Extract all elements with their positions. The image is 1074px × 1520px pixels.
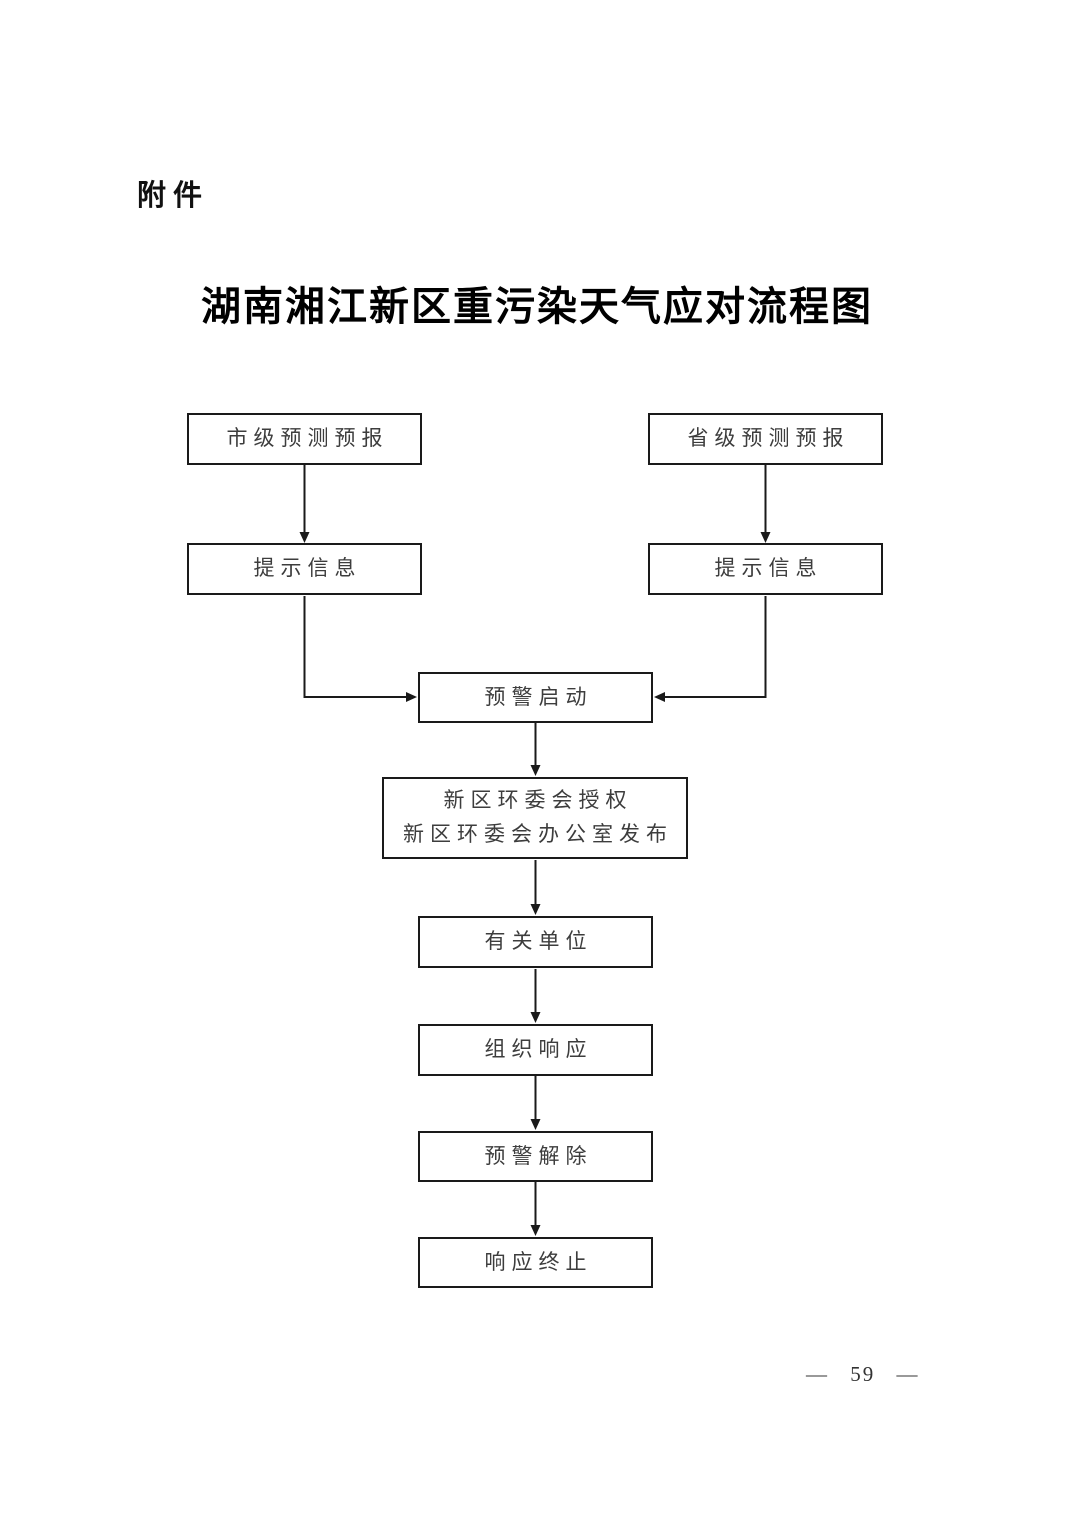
- flow-node-authorize-publish: 新区环委会授权 新区环委会办公室发布: [382, 777, 688, 859]
- flow-node-warning-lift: 预警解除: [418, 1131, 653, 1182]
- flow-node-city-notice: 提示信息: [187, 543, 422, 595]
- page-number: — 59 —: [806, 1362, 920, 1386]
- flow-node-label: 预警解除: [484, 1143, 593, 1168]
- flow-node-province-notice: 提示信息: [648, 543, 883, 595]
- flow-node-label: 提示信息: [714, 556, 823, 581]
- flow-node-label: 响应终止: [484, 1249, 593, 1274]
- flow-node-label: 预警启动: [484, 684, 593, 709]
- flow-node-organize-response: 组织响应: [418, 1024, 653, 1076]
- arrow-city-notice-to-warning-start: [303, 596, 417, 702]
- flow-node-label: 提示信息: [253, 556, 362, 581]
- flow-node-city-forecast: 市级预测预报: [187, 413, 422, 465]
- flow-node-label-line1: 新区环委会授权: [443, 788, 633, 813]
- flow-node-label-line2: 新区环委会办公室发布: [403, 822, 673, 846]
- arrow-province-notice-to-warning-start: [654, 596, 767, 702]
- flow-node-label: 有关单位: [484, 929, 593, 954]
- flow-node-warning-start: 预警启动: [418, 672, 653, 723]
- flow-node-label: 市级预测预报: [226, 426, 389, 451]
- flow-node-response-end: 响应终止: [418, 1237, 653, 1288]
- flow-node-label: 组织响应: [484, 1037, 593, 1062]
- attachment-label: 附件: [137, 180, 210, 212]
- flow-node-label: 省级预测预报: [687, 426, 850, 451]
- flow-node-related-units: 有关单位: [418, 916, 653, 968]
- flow-node-province-forecast: 省级预测预报: [648, 413, 883, 465]
- page-title: 湖南湘江新区重污染天气应对流程图: [201, 284, 873, 329]
